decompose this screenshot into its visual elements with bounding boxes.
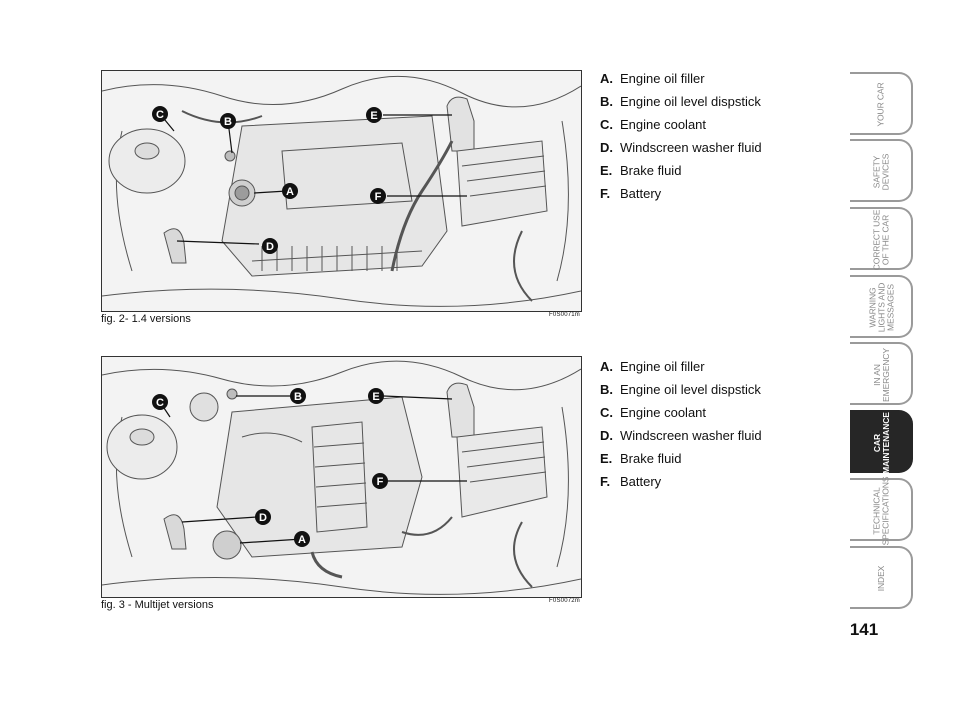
legend-item: C.Engine coolant — [600, 405, 707, 420]
tab-correct-use[interactable]: CORRECT USE OF THE CAR — [850, 207, 913, 270]
legend-1: A.Engine oil filler B.Engine oil level d… — [600, 71, 762, 209]
marker-e: E — [368, 388, 384, 404]
svg-text:A: A — [298, 534, 306, 546]
legend-item: F.Battery — [600, 186, 662, 201]
page-number: 141 — [849, 620, 879, 639]
legend-item: A.Engine oil filler — [600, 359, 705, 374]
legend-item: E.Brake fluid — [600, 451, 682, 466]
engine-bay-figure-1: C B A D E F — [101, 70, 582, 312]
svg-text:D: D — [259, 512, 267, 524]
figure-code-1: F0S0071m — [549, 312, 580, 318]
svg-text:C: C — [156, 109, 164, 121]
marker-d: D — [262, 238, 278, 254]
marker-e: E — [366, 107, 382, 123]
legend-item: C.Engine coolant — [600, 117, 707, 132]
marker-f: F — [372, 473, 388, 489]
tab-technical-specifications[interactable]: TECHNICAL SPECIFICATIONS — [850, 476, 913, 545]
marker-c: C — [152, 394, 168, 410]
svg-text:E: E — [372, 391, 379, 403]
figure-caption-1: fig. 2- 1.4 versions — [101, 313, 191, 325]
svg-text:F: F — [377, 476, 384, 488]
svg-text:E: E — [370, 110, 377, 122]
legend-item: D.Windscreen washer fluid — [600, 140, 762, 155]
marker-c: C — [152, 106, 168, 122]
legend-2: A.Engine oil filler B.Engine oil level d… — [600, 359, 762, 497]
legend-item: F.Battery — [600, 474, 662, 489]
figure-caption-2: fig. 3 - Multijet versions — [101, 599, 214, 611]
marker-b: B — [290, 388, 306, 404]
svg-text:D: D — [266, 241, 274, 253]
legend-item: B.Engine oil level dispstick — [600, 94, 761, 109]
tab-index[interactable]: INDEX — [850, 546, 913, 609]
svg-text:F: F — [375, 191, 382, 203]
tab-your-car[interactable]: YOUR CAR — [850, 72, 913, 135]
legend-item: D.Windscreen washer fluid — [600, 428, 762, 443]
legend-item: E.Brake fluid — [600, 163, 682, 178]
tab-warning-lights[interactable]: WARNING LIGHTS AND MESSAGES — [850, 275, 913, 338]
marker-a: A — [294, 531, 310, 547]
marker-b: B — [220, 113, 236, 129]
engine-bay-drawing-1: C B A D E F — [102, 76, 581, 307]
tab-in-an-emergency[interactable]: IN AN EMERGENCY — [850, 342, 913, 405]
legend-item: A.Engine oil filler — [600, 71, 705, 86]
tab-safety-devices[interactable]: SAFETY DEVICES — [850, 139, 913, 202]
figure-code-2: F0S0072m — [549, 598, 580, 604]
svg-text:B: B — [294, 391, 302, 403]
marker-a: A — [282, 183, 298, 199]
svg-text:A: A — [286, 186, 294, 198]
tab-car-maintenance[interactable]: CAR MAINTENANCE — [850, 410, 913, 473]
marker-d: D — [255, 509, 271, 525]
engine-bay-drawing-2: C B A D E F — [102, 360, 581, 595]
legend-item: B.Engine oil level dispstick — [600, 382, 761, 397]
marker-f: F — [370, 188, 386, 204]
engine-bay-figure-2: C B A D E F — [101, 356, 582, 598]
svg-text:B: B — [224, 116, 232, 128]
svg-text:C: C — [156, 397, 164, 409]
